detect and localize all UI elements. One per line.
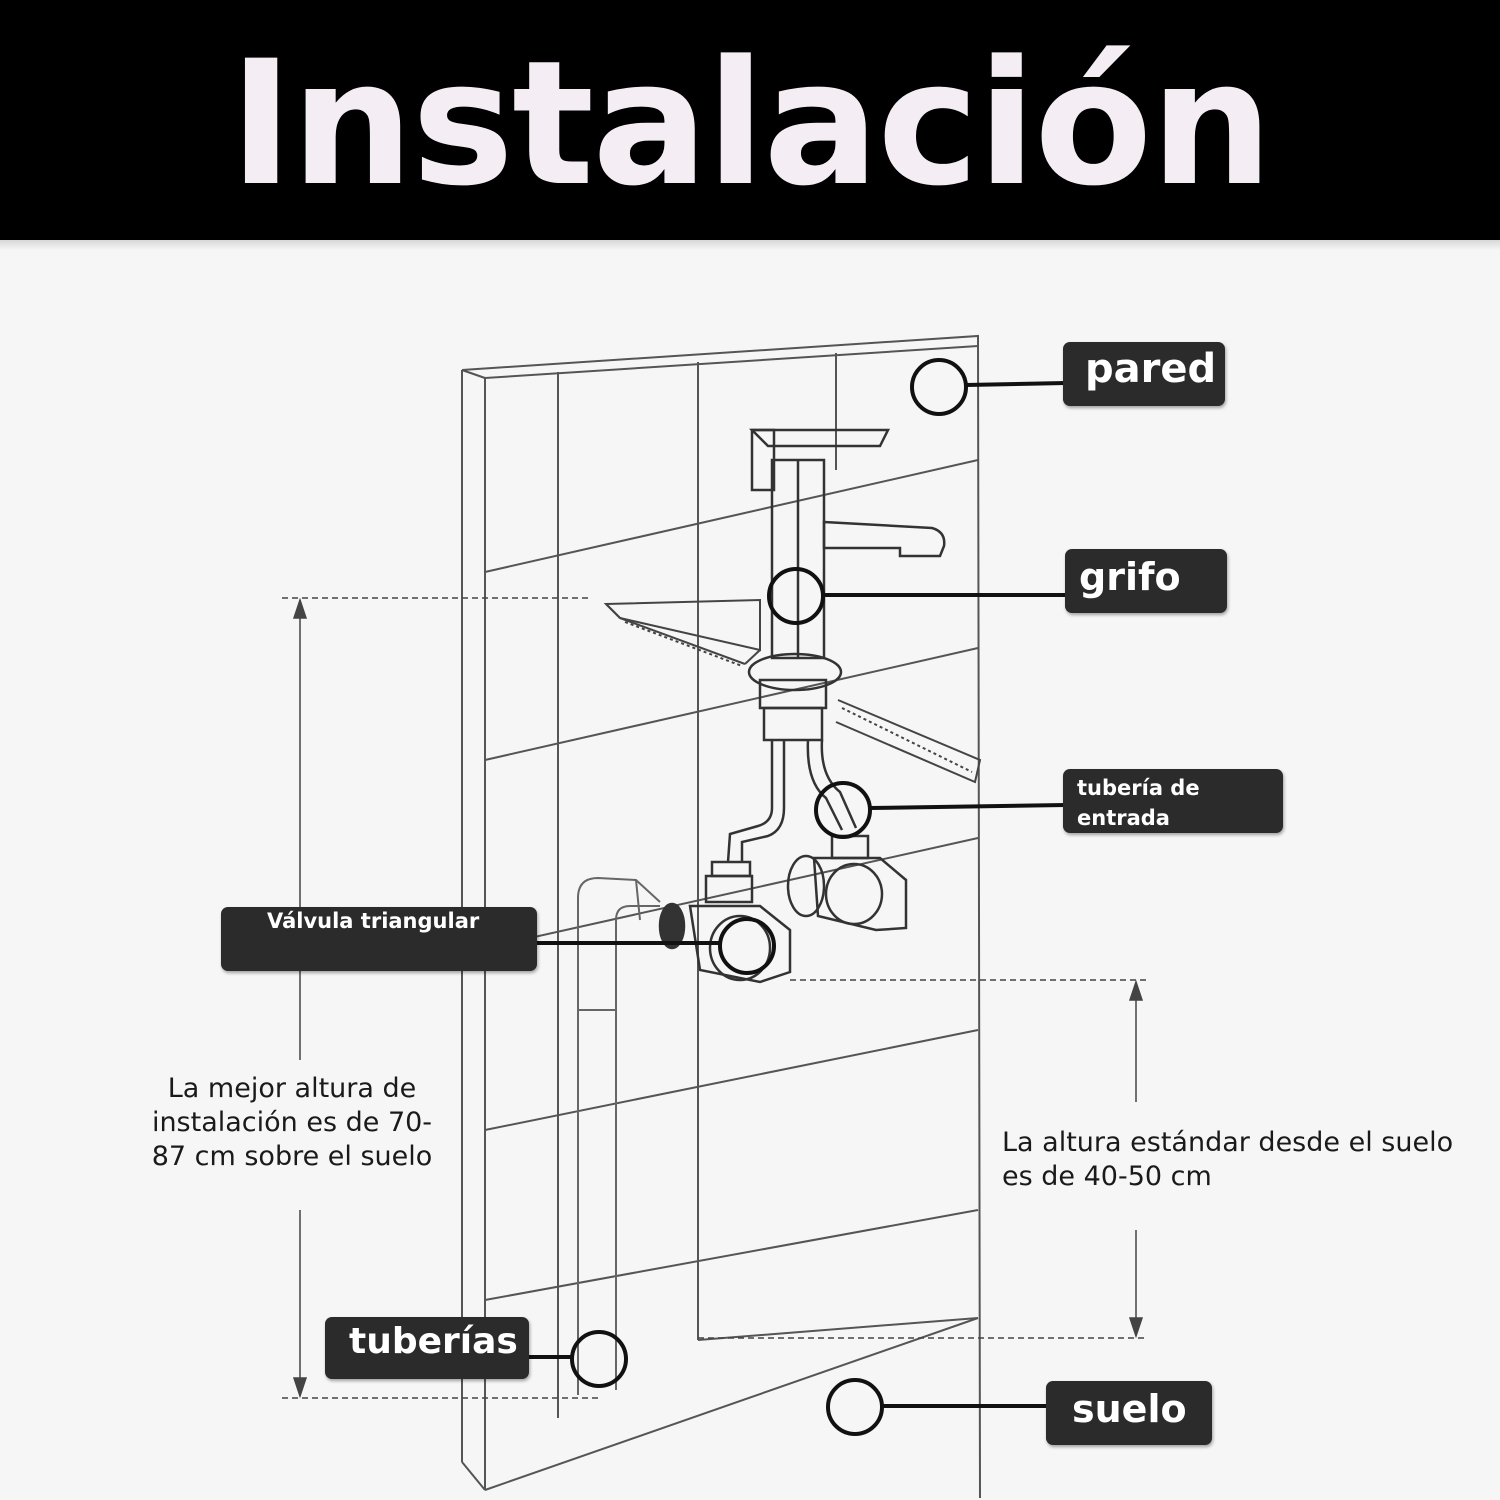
header-divider	[0, 240, 1500, 250]
valvula-callout	[534, 917, 776, 975]
page-title: Instalación	[229, 23, 1273, 224]
tuberias-callout	[526, 1330, 628, 1388]
header-banner: Instalación	[0, 0, 1500, 240]
drain-pipe-drawing	[577, 876, 661, 1395]
label-tuberia-entrada: tubería de entrada	[1063, 769, 1283, 833]
label-valvula-triangular: Válvula triangular	[221, 907, 537, 971]
sink-counter-drawing	[603, 598, 982, 784]
label-tuberias: tuberías	[325, 1317, 529, 1379]
wall-drawing	[461, 334, 981, 1499]
pared-callout	[910, 358, 1067, 416]
label-suelo: suelo	[1046, 1381, 1212, 1445]
label-grifo: grifo	[1065, 549, 1227, 613]
label-pared: pared	[1063, 342, 1225, 406]
suelo-callout	[826, 1378, 1050, 1436]
dimension-lines	[282, 597, 1148, 1399]
note-best-height: La mejor altura de instalación es de 70-…	[151, 1073, 433, 1172]
tuberia-entrada-callout	[814, 781, 1067, 839]
note-standard-height: La altura estándar desde el suelo es de …	[1002, 1127, 1454, 1192]
faucet-drawing	[726, 428, 946, 863]
valves-drawing	[658, 834, 908, 984]
grifo-callout	[767, 567, 1066, 625]
